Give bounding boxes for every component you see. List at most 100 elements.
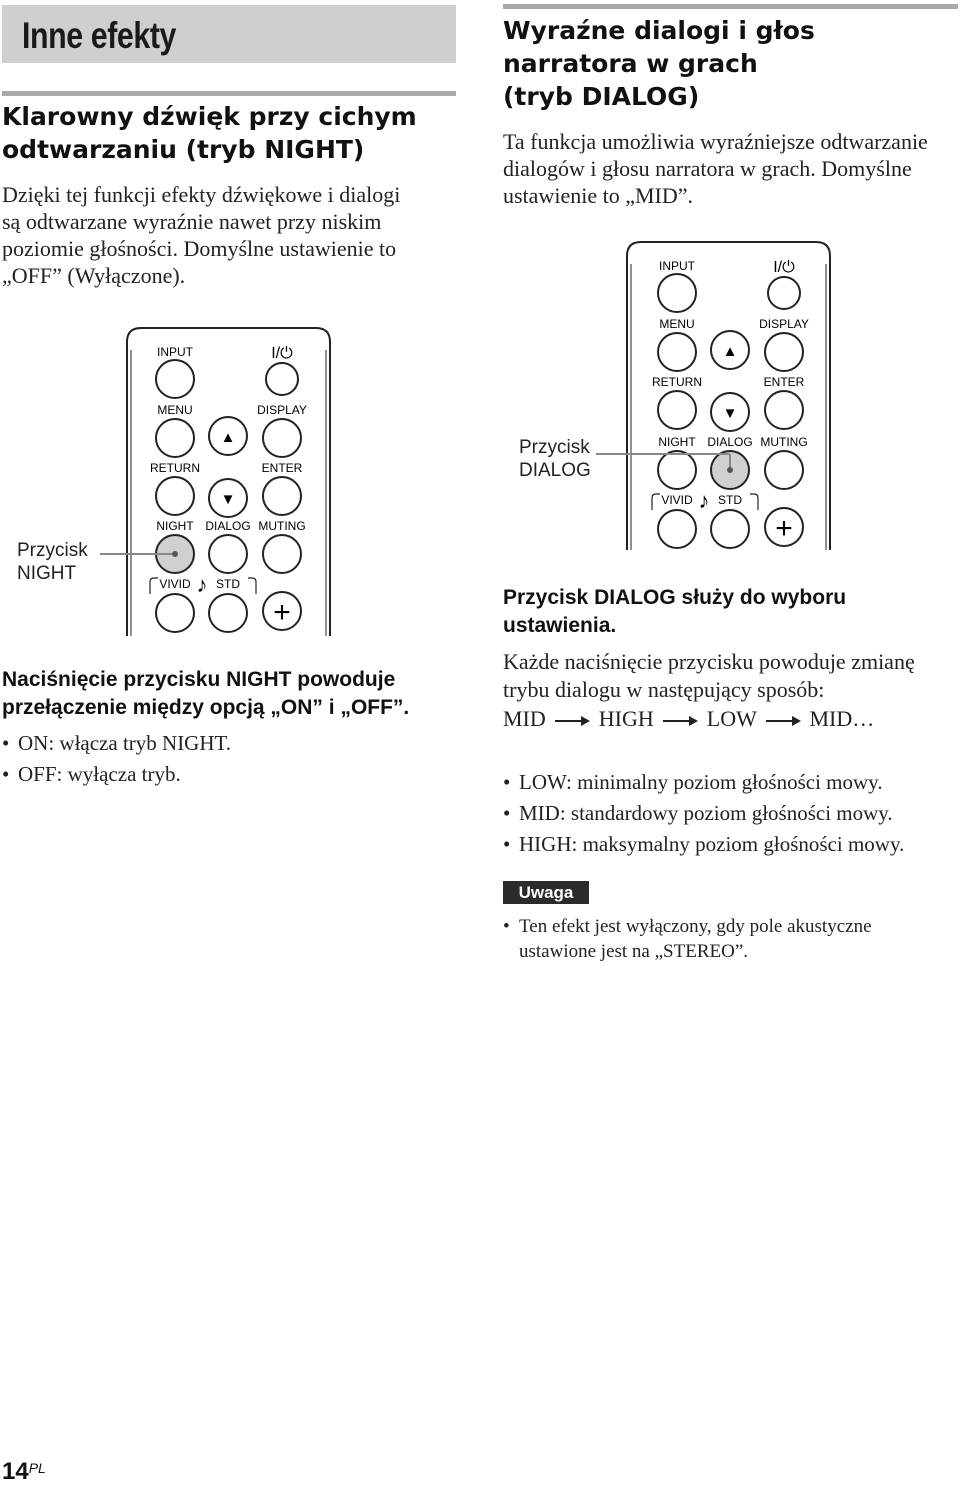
dialog-heading: Wyraźne dialogi i głos narratora w grach… — [503, 14, 958, 113]
list-item: •HIGH: maksymalny poziom głośności mowy. — [503, 832, 905, 856]
list-item: •LOW: minimalny poziom głośności mowy. — [503, 770, 883, 794]
list-item: •Ten efekt jest wyłączony, gdy pole akus… — [503, 916, 872, 937]
dialog-heading-line: narratora w grach — [503, 49, 758, 78]
remote-label-night: NIGHT — [156, 519, 194, 533]
dialog-desc-line: dialogów i głosu narratora w grach. Domy… — [503, 156, 912, 181]
dialog-heading-rule — [503, 4, 958, 9]
music-note-icon: ♪ — [699, 488, 710, 513]
night-instruction: Naciśnięcie przycisku NIGHT powoduje prz… — [2, 666, 458, 722]
remote-label-dialog: DIALOG — [205, 519, 250, 533]
remote-label-power: I/⏻ — [773, 259, 795, 276]
dialog-button[interactable] — [208, 534, 248, 574]
menu-button[interactable] — [657, 332, 697, 372]
night-heading-line: odtwarzaniu (tryb NIGHT) — [2, 135, 365, 164]
night-desc-line: są odtwarzane wyraźnie nawet przy niskim — [2, 209, 382, 234]
page-language-suffix: PL — [28, 1460, 46, 1476]
input-button[interactable] — [657, 273, 697, 313]
remote-label-vivid: VIVID — [661, 493, 693, 507]
dialog-change-line: Każde naciśnięcie przycisku powoduje zmi… — [503, 649, 915, 674]
dialog-instruction: Przycisk DIALOG służy do wyboru ustawien… — [503, 584, 958, 640]
night-callout-line2: NIGHT — [17, 563, 77, 584]
dialog-remote-illustration: INPUT I/⏻ MENU DISPLAY ▲ RETURN ENTER ▼ … — [596, 241, 831, 550]
remote-label-display: DISPLAY — [759, 317, 809, 331]
remote-label-return: RETURN — [150, 461, 200, 475]
muting-button[interactable] — [262, 534, 302, 574]
up-arrow-icon: ▲ — [221, 429, 236, 446]
vivid-button[interactable] — [155, 593, 195, 633]
up-button[interactable] — [208, 416, 248, 456]
dialog-desc-line: Ta funkcja umożliwia wyraźniejsze odtwar… — [503, 129, 928, 154]
night-desc-line: „OFF” (Wyłączone). — [2, 263, 186, 288]
down-button[interactable] — [208, 478, 248, 518]
power-button[interactable] — [265, 362, 299, 396]
list-item: •ON: włącza tryb NIGHT. — [2, 731, 232, 755]
list-item: •OFF: wyłącza tryb. — [2, 762, 181, 786]
remote-label-night: NIGHT — [658, 435, 696, 449]
up-button[interactable] — [710, 330, 750, 370]
night-instruction-line: Naciśnięcie przycisku NIGHT powoduje — [2, 668, 396, 691]
volume-up-button[interactable] — [262, 591, 302, 631]
music-note-icon: ♪ — [197, 572, 208, 597]
dialog-heading-line: (tryb DIALOG) — [503, 82, 700, 111]
remote-label-std: STD — [718, 493, 742, 507]
dialog-heading-line: Wyraźne dialogi i głos — [503, 16, 815, 45]
menu-button[interactable] — [155, 418, 195, 458]
note-line: ustawione jest na „STEREO”. — [519, 941, 749, 962]
dialog-bullets: •LOW: minimalny poziom głośności mowy. •… — [503, 767, 958, 860]
sequence-step: HIGH — [598, 706, 654, 731]
input-button[interactable] — [155, 359, 195, 399]
night-button[interactable] — [657, 450, 697, 490]
display-button[interactable] — [764, 332, 804, 372]
dialog-sequence: MID HIGH LOW MID… — [503, 705, 958, 732]
display-button[interactable] — [262, 418, 302, 458]
dialog-instruction-line: ustawienia. — [503, 614, 617, 637]
night-heading: Klarowny dźwięk przy cichym odtwarzaniu … — [2, 100, 458, 166]
remote-label-input: INPUT — [157, 345, 194, 359]
arrow-right-icon — [663, 715, 699, 726]
remote-label-menu: MENU — [659, 317, 694, 331]
down-button[interactable] — [710, 392, 750, 432]
remote-label-input: INPUT — [659, 259, 696, 273]
dialog-desc-line: ustawienie to „MID”. — [503, 183, 693, 208]
night-heading-line: Klarowny dźwięk przy cichym — [2, 102, 417, 131]
dialog-callout-line2: DIALOG — [519, 460, 591, 481]
remote-label-muting: MUTING — [760, 435, 807, 449]
remote-label-return: RETURN — [652, 375, 702, 389]
night-bullets: •ON: włącza tryb NIGHT. •OFF: wyłącza tr… — [2, 728, 458, 790]
muting-button[interactable] — [764, 450, 804, 490]
remote-label-vivid: VIVID — [159, 577, 191, 591]
remote-label-enter: ENTER — [764, 375, 805, 389]
remote-label-display: DISPLAY — [257, 403, 307, 417]
dialog-change-text: Każde naciśnięcie przycisku powoduje zmi… — [503, 648, 958, 704]
night-desc-line: Dzięki tej funkcji efekty dźwiękowe i di… — [2, 182, 401, 207]
power-button[interactable] — [767, 276, 801, 310]
night-instruction-line: przełączenie między opcją „ON” i „OFF”. — [2, 696, 410, 719]
sequence-step: MID — [503, 706, 546, 731]
dialog-instruction-line: Przycisk DIALOG służy do wyboru — [503, 586, 847, 609]
down-arrow-icon: ▼ — [221, 491, 236, 508]
return-button[interactable] — [155, 476, 195, 516]
remote-label-menu: MENU — [157, 403, 192, 417]
sequence-step: LOW — [706, 706, 757, 731]
remote-label-dialog: DIALOG — [707, 435, 752, 449]
dialog-callout-line1: Przycisk — [519, 437, 590, 458]
plus-icon: + — [775, 512, 793, 545]
return-button[interactable] — [657, 390, 697, 430]
vivid-button[interactable] — [657, 509, 697, 549]
night-heading-rule — [2, 91, 456, 96]
night-callout: Przycisk NIGHT — [17, 539, 88, 585]
night-callout-line1: Przycisk — [17, 540, 88, 561]
std-button[interactable] — [208, 593, 248, 633]
volume-up-button[interactable] — [764, 507, 804, 547]
enter-button[interactable] — [262, 476, 302, 516]
up-arrow-icon: ▲ — [723, 343, 738, 360]
note-text: •Ten efekt jest wyłączony, gdy pole akus… — [503, 914, 958, 964]
remote-label-power: I/⏻ — [271, 345, 293, 362]
sequence-step: MID… — [809, 706, 875, 731]
dialog-change-line: trybu dialogu w następujący sposób: — [503, 677, 825, 702]
page-number: 14PL — [2, 1458, 46, 1485]
dialog-callout: Przycisk DIALOG — [519, 436, 591, 482]
std-button[interactable] — [710, 509, 750, 549]
enter-button[interactable] — [764, 390, 804, 430]
arrow-right-icon — [765, 715, 801, 726]
